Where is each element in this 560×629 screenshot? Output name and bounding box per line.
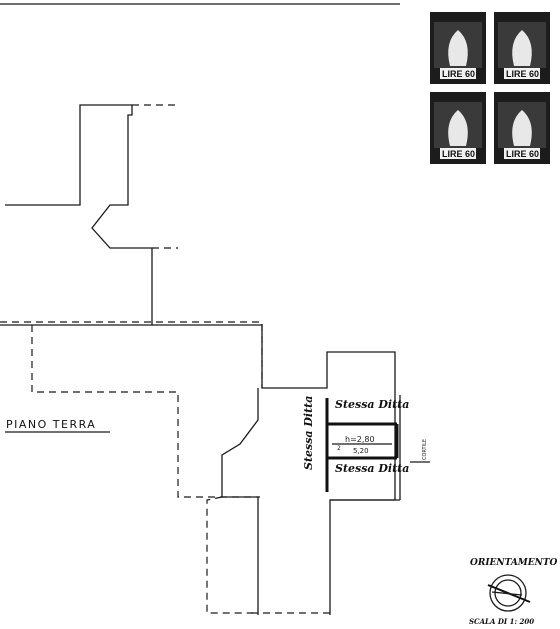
floor-label: PIANO TERRA [6,418,96,431]
stamp-value: LIRE 60 [442,69,475,79]
room-label-bottom: Stessa Ditta [335,462,409,475]
room-label-top: Stessa Ditta [335,398,409,411]
building-outline-upper [0,104,153,326]
revenue-stamp-icon: LIRE 60 [494,92,550,164]
room-height-note: h=2,80 [345,435,375,444]
stamp-value: LIRE 60 [506,149,539,159]
compass-icon [487,574,531,612]
stamp-block: LIRE 60 LIRE 60 LIRE 60 LIRE 60 [430,12,550,164]
revenue-stamp-icon: LIRE 60 [430,12,486,84]
room-label-vertical: Stessa Ditta [302,396,315,470]
revenue-stamp-icon: LIRE 60 [430,92,486,164]
dashed-outline-middle [0,321,263,498]
orientation-label: ORIENTAMENTO [470,558,558,568]
inner-wing-outline [221,388,259,615]
revenue-stamp-icon: LIRE 60 [494,12,550,84]
dashed-outline-bottom [206,496,258,614]
room-area-note: 5,20 [353,447,369,455]
scale-label: SCALA DI 1: 200 [469,617,534,626]
stamp-value: LIRE 60 [506,69,539,79]
room-code-note: 2 [337,445,341,452]
courtyard-label: CORTILE [422,439,428,460]
stamp-value: LIRE 60 [442,149,475,159]
